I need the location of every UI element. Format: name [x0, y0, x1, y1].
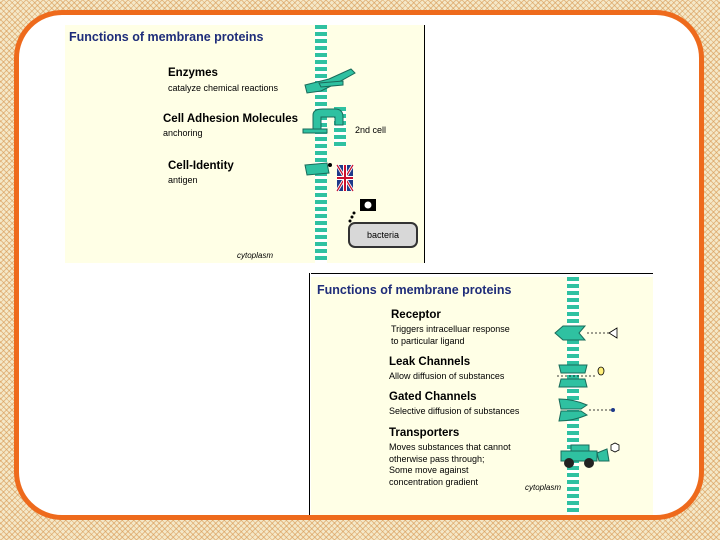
panel-top-title: Functions of membrane proteins [69, 30, 264, 44]
enzymes-desc: catalyze chemical reactions [168, 83, 279, 93]
leak-heading: Leak Channels [389, 356, 471, 368]
gated-channel-icon [558, 398, 615, 422]
slide-frame: Functions of membrane proteins Enzymes c… [14, 10, 704, 520]
receptor-heading: Receptor [391, 309, 441, 321]
transporter-icon [560, 442, 620, 468]
divider-vertical-bottom [309, 273, 310, 515]
adhesion-desc: anchoring [163, 128, 203, 138]
transporters-heading: Transporters [389, 427, 460, 439]
leak-channel-icon [557, 364, 605, 388]
antigen-marker-icon [348, 199, 376, 223]
gated-heading: Gated Channels [389, 391, 477, 403]
receptor-icon [554, 325, 618, 341]
panel-bottom-title: Functions of membrane proteins [317, 283, 512, 297]
bacteria-box: bacteria [348, 222, 418, 248]
cytoplasm-label: cytoplasm [237, 251, 274, 260]
identity-heading: Cell-Identity [168, 160, 234, 172]
divider-horizontal [311, 273, 653, 274]
receptor-desc: Triggers intracelluar response to partic… [391, 324, 510, 346]
identity-desc: antigen [168, 175, 198, 185]
enzyme-icon [304, 68, 356, 94]
adhesion-heading: Cell Adhesion Molecules [163, 113, 299, 125]
enzymes-heading: Enzymes [168, 67, 218, 79]
identity-flag-icon [304, 162, 355, 192]
leak-desc: Allow diffusion of substances [389, 371, 505, 381]
cell-membrane [567, 277, 579, 515]
divider-vertical [424, 25, 425, 263]
second-cell-label: 2nd cell [355, 125, 387, 135]
adhesion-clamp-icon [302, 108, 344, 134]
cell-membrane [315, 25, 327, 263]
panel-bottom: Functions of membrane proteins Receptor … [311, 277, 653, 515]
transporters-desc: Moves substances that cannot otherwise p… [389, 442, 511, 487]
cytoplasm-label: cytoplasm [525, 483, 562, 492]
panel-top: Functions of membrane proteins Enzymes c… [65, 25, 425, 263]
gated-desc: Selective diffusion of substances [389, 406, 520, 416]
